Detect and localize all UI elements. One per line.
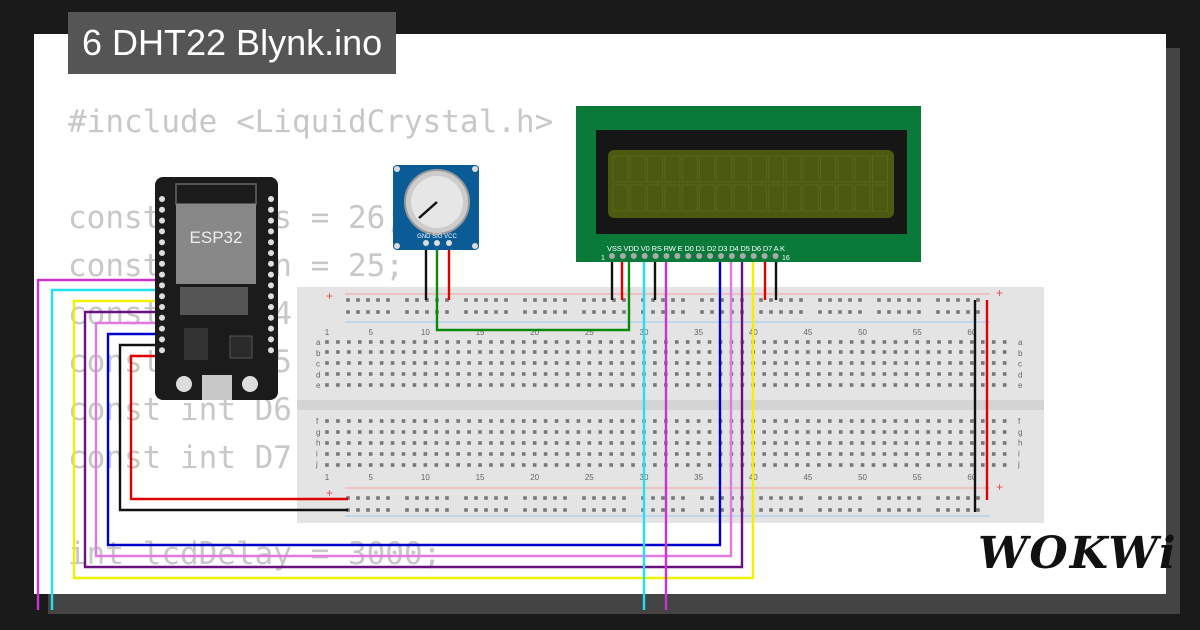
column-label: 60 <box>967 473 976 482</box>
column-label: 5 <box>368 328 373 337</box>
column-label: 50 <box>858 473 867 482</box>
wire-green-pot <box>435 250 631 332</box>
code-line: #include <LiquidCrystal.h> <box>68 104 554 140</box>
pot-pin-labels: GND SIG VCC <box>417 234 457 240</box>
page-title: 6 DHT22 Blynk.ino <box>68 12 397 74</box>
rail-plus-label: + <box>326 289 333 303</box>
column-label: 1 <box>325 473 330 482</box>
rail-plus-label: + <box>326 486 333 500</box>
column-label: 20 <box>530 328 539 337</box>
row-label: e <box>316 381 321 390</box>
wire-yellow <box>72 258 755 580</box>
column-label: 45 <box>803 328 812 337</box>
code-line: const int D7 <box>68 440 292 476</box>
row-label: j <box>315 460 318 469</box>
row-label: i <box>316 449 318 458</box>
column-label: 55 <box>913 473 922 482</box>
row-label: a <box>1018 338 1023 347</box>
row-label: h <box>316 439 320 448</box>
lcd-pin-labels: VSS VDD V0 RS RW E D0 D1 D2 D3 D4 D5 D6 … <box>607 244 785 253</box>
wire-pink <box>94 258 733 558</box>
column-label: 25 <box>585 328 594 337</box>
row-label: c <box>316 360 320 369</box>
lcd-display[interactable]: VSS VDD V0 RS RW E D0 D1 D2 D3 D4 D5 D6 … <box>576 106 921 262</box>
wires[interactable] <box>36 250 989 610</box>
row-label: i <box>1018 449 1020 458</box>
esp32-label: ESP32 <box>190 228 243 247</box>
esp32-board[interactable]: ESP32 <box>155 177 278 400</box>
column-label: 5 <box>368 473 373 482</box>
row-label: g <box>1018 428 1022 437</box>
wire-purple <box>83 258 744 569</box>
rail-plus-label: + <box>996 286 1003 300</box>
row-label: h <box>1018 439 1022 448</box>
row-label: f <box>316 417 319 426</box>
row-label: g <box>316 428 320 437</box>
rail-plus-label: + <box>996 480 1003 494</box>
frame-shadow <box>48 594 1180 614</box>
wire-red <box>129 354 348 501</box>
row-label: b <box>316 349 321 358</box>
column-label: 10 <box>421 473 430 482</box>
column-label: 50 <box>858 328 867 337</box>
wokwi-logo: WOKWi <box>978 528 1178 579</box>
wire-blue <box>106 258 722 547</box>
wire-cyan <box>50 288 158 610</box>
frame-shadow-right <box>1166 48 1180 614</box>
wire-black <box>118 343 348 512</box>
row-label: b <box>1018 349 1023 358</box>
row-label: a <box>316 338 321 347</box>
row-label: e <box>1018 381 1023 390</box>
column-label: 55 <box>913 328 922 337</box>
lcd-pin-last: 16 <box>782 255 790 262</box>
lcd-pin-first: 1 <box>601 255 605 262</box>
column-label: 35 <box>694 328 703 337</box>
row-label: f <box>1018 417 1021 426</box>
column-label: 1 <box>325 328 330 337</box>
row-label: d <box>1018 370 1022 379</box>
column-label: 60 <box>967 328 976 337</box>
row-label: c <box>1018 360 1022 369</box>
column-label: 10 <box>421 328 430 337</box>
column-label: 20 <box>530 473 539 482</box>
column-label: 45 <box>803 473 812 482</box>
column-label: 15 <box>476 328 485 337</box>
column-label: 15 <box>476 473 485 482</box>
breadboard[interactable]: 1155101015152020252530303535404045455050… <box>297 286 1044 523</box>
column-label: 35 <box>694 473 703 482</box>
row-label: j <box>1017 460 1020 469</box>
row-label: d <box>316 370 320 379</box>
wire-magenta <box>36 278 158 610</box>
potentiometer[interactable]: GND SIG VCC <box>393 165 479 250</box>
column-label: 25 <box>585 473 594 482</box>
